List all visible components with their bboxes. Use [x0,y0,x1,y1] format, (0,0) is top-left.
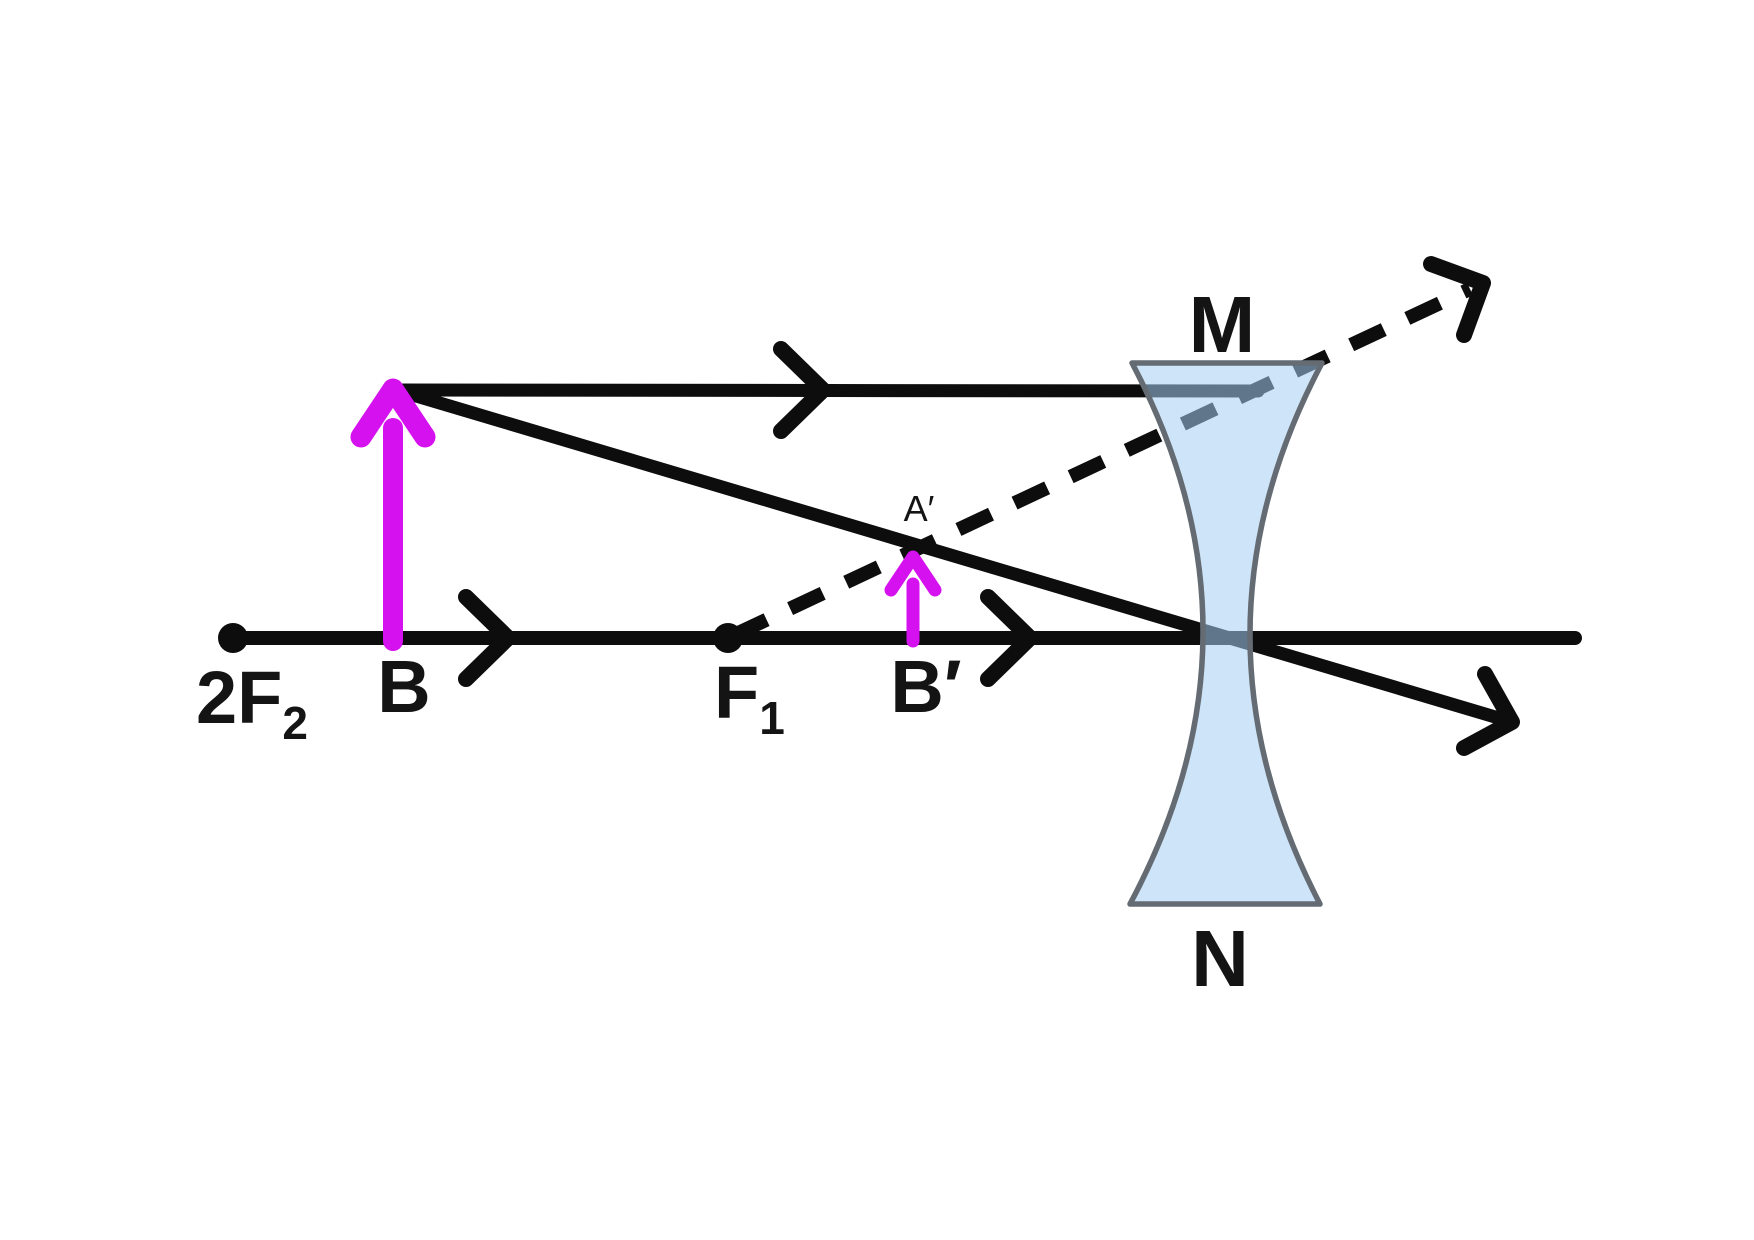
concave-lens [1127,360,1325,907]
parallel-ray-arrow-icon [773,341,831,439]
virtual-extension-ray [731,256,1491,642]
parallel-ray [389,341,1265,439]
label-f1-subscript: 1 [759,692,785,744]
virtual-extension-arrowhead-icon [1423,256,1491,343]
double-focal-point-dot [218,623,248,653]
label-2f2-subscript: 2 [282,697,308,749]
label-image-b-prime: B′ [890,645,961,728]
label-object-b: B [377,645,430,728]
label-2f2: 2F2 [196,656,308,749]
label-2f2-main: 2F [196,656,282,739]
label-image-tip-a-prime: A′ [904,488,935,529]
virtual-extension-dashed-line [731,282,1473,642]
axis-direction-arrow-icon [458,589,516,687]
labels: 2F2 B F1 B′ A′ M N [196,280,1255,1003]
object-arrow-head-icon [350,378,436,448]
label-lens-bottom-n: N [1191,914,1249,1003]
image-arrow [884,550,942,648]
image-arrow-head-icon [884,550,942,597]
label-f1: F1 [714,651,785,744]
label-f1-main: F [714,651,759,734]
central-ray-arrowhead-icon [1456,666,1520,756]
axis-direction-arrow-icon [980,589,1038,687]
central-ray-line [389,383,1519,729]
label-lens-top-m: M [1189,280,1256,369]
object-arrow [350,378,436,651]
central-ray [389,383,1520,756]
